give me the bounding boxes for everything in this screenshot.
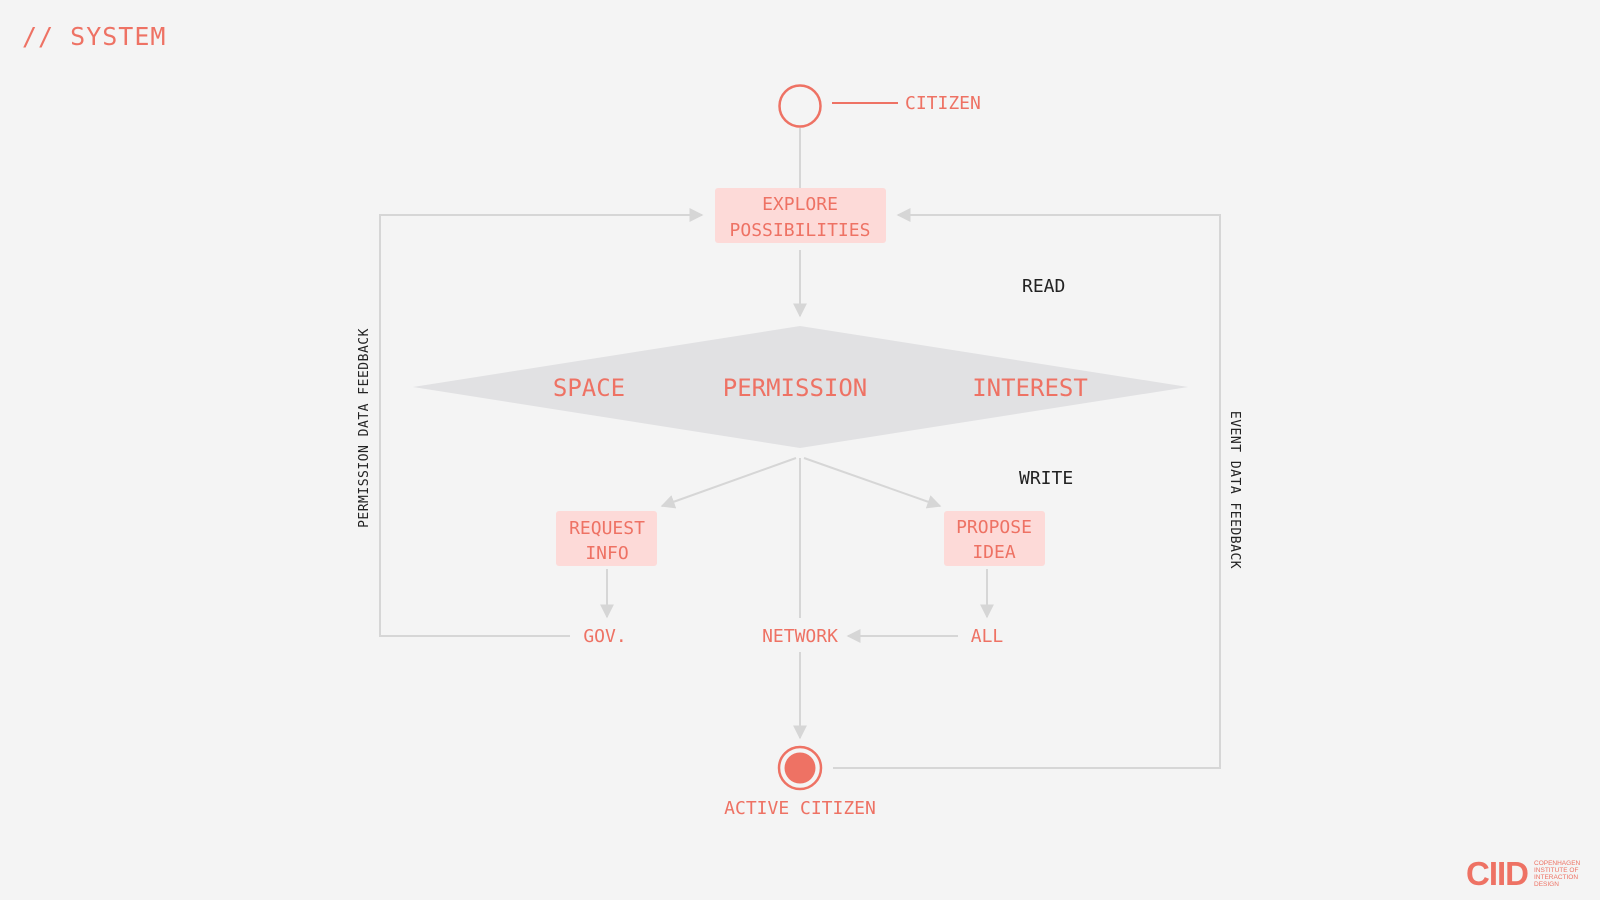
connector-permission-feedback-loop (379, 208, 704, 637)
logo-sub-line: INSTITUTE OF (1534, 867, 1579, 874)
ciid-logo-subtitle: COPENHAGEN INSTITUTE OF INTERACTION DESI… (1534, 860, 1586, 888)
read-label: READ (1022, 276, 1065, 297)
end-node-ring (777, 745, 823, 791)
propose-box-line2: IDEA (972, 542, 1016, 563)
write-label: WRITE (1019, 468, 1073, 489)
logo-sub-line: COPENHAGEN (1534, 860, 1581, 867)
network-label: NETWORK (762, 626, 838, 647)
permission-feedback-label: PERMISSION DATA FEEDBACK (357, 328, 372, 528)
explore-possibilities-box (715, 188, 886, 243)
decision-space-label: SPACE (553, 374, 625, 402)
propose-box-line1: PROPOSE (956, 517, 1032, 538)
end-node-dot (784, 752, 816, 784)
logo-sub-line: DESIGN (1534, 881, 1559, 888)
explore-box-line1: EXPLORE (762, 194, 838, 215)
connector-decision-request (660, 457, 797, 509)
decision-interest-label: INTEREST (972, 374, 1088, 402)
request-box-line1: REQUEST (569, 518, 645, 539)
propose-idea-box (944, 511, 1045, 566)
start-node-label: CITIZEN (905, 93, 981, 114)
explore-box-line2: POSSIBILITIES (730, 220, 871, 241)
ciid-logo: CIID COPENHAGEN INSTITUTE OF INTERACTION… (1466, 855, 1586, 892)
request-info-box (556, 511, 657, 566)
decision-permission-label: PERMISSION (723, 374, 868, 402)
end-node-label: ACTIVE CITIZEN (724, 798, 876, 819)
decision-diamond (413, 326, 1188, 448)
section-title: // SYSTEM (22, 22, 167, 51)
start-node-circle (778, 84, 822, 128)
logo-sub-line: INTERACTION (1534, 874, 1579, 881)
connector-decision-propose (803, 457, 942, 509)
request-box-line2: INFO (585, 543, 628, 564)
event-feedback-label: EVENT DATA FEEDBACK (1227, 411, 1242, 569)
ciid-logo-mark: CIID (1466, 855, 1529, 892)
connector-event-feedback-loop (833, 208, 1221, 769)
gov-label: GOV. (583, 626, 626, 647)
all-label: ALL (971, 626, 1004, 647)
